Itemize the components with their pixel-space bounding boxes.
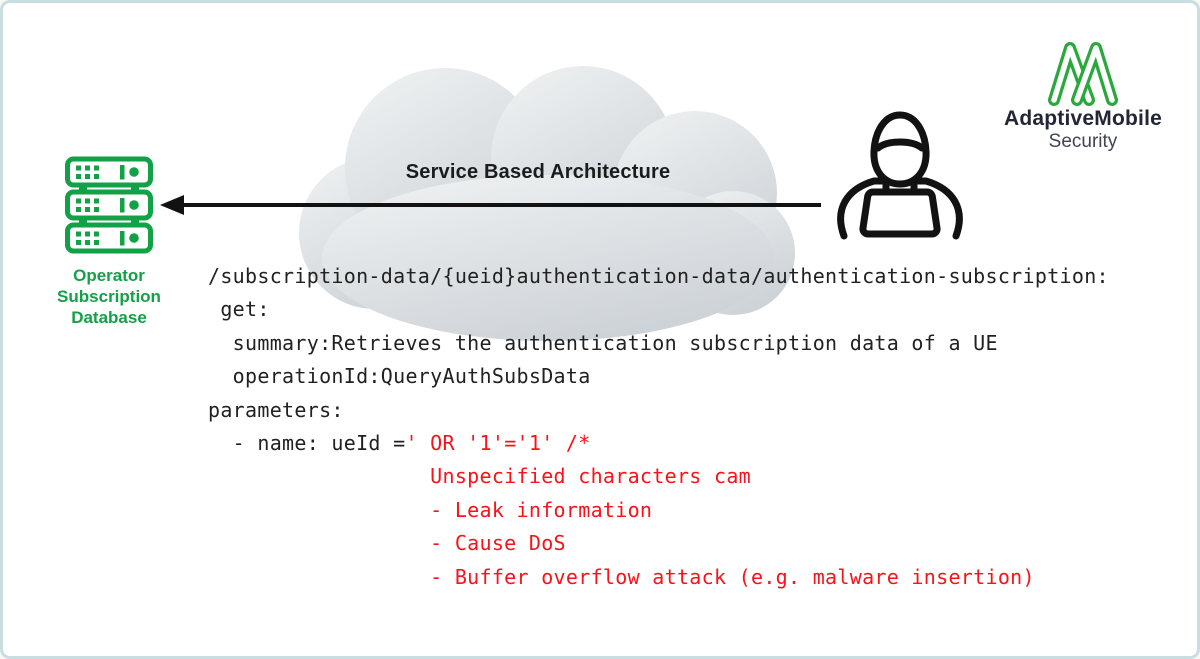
server-rack-icon [65,156,153,254]
alert-line-leak: - Leak information [208,497,653,522]
code-line-name-param: - name: ueId = [208,431,406,456]
database-label: Operator Subscription Database [23,265,195,328]
brand-name: AdaptiveMobile [1004,107,1162,130]
api-code-block: /subscription-data/{ueid}authentication-… [208,260,1109,594]
cloud-title: Service Based Architecture [405,161,671,183]
code-line-summary: summary:Retrieves the authentication sub… [208,330,998,355]
brand-subtitle: Security [1048,131,1118,152]
alert-line-dos: - Cause DoS [208,531,566,556]
alert-line-overflow: - Buffer overflow attack (e.g. malware i… [208,564,1035,589]
database-label-line: Operator [73,266,145,285]
alert-line-unspecified: Unspecified characters cam [208,464,752,489]
code-line-operation-id: operationId:QueryAuthSubsData [208,364,591,389]
attack-arrow-line [177,203,821,207]
database-label-line: Subscription [57,287,161,306]
code-line-parameters: parameters: [208,397,344,422]
code-line-get: get: [208,297,270,322]
code-line-path: /subscription-data/{ueid}authentication-… [208,264,1109,288]
adaptivemobile-logo-icon [1048,42,1118,106]
database-label-line: Database [71,308,147,327]
hacker-laptop-icon [837,111,963,240]
sql-injection-text: ' OR '1'='1' /* [405,431,591,456]
attack-arrow-head-icon [160,195,184,215]
